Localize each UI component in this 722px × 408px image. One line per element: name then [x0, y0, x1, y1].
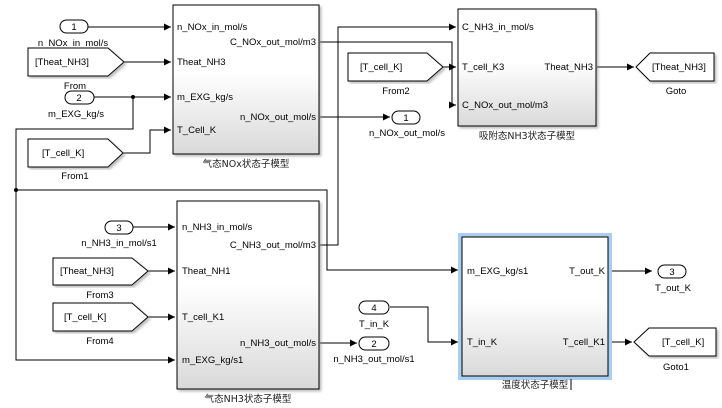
from3-block[interactable]: [Theat_NH3] From3 [52, 257, 149, 301]
block-name: From [64, 81, 86, 92]
block-name: 气态NH3状态子模型 [205, 393, 292, 405]
selection-highlight [458, 233, 612, 380]
port-label: m_EXG_kg/s1 [467, 266, 528, 277]
goto-tag: [T_cell_K] [64, 312, 106, 323]
from-shape[interactable] [27, 138, 124, 168]
block-name: n_NH3_in_mol/s1 [81, 238, 157, 249]
block-name: T_in_K [359, 319, 390, 330]
port-label: T_cell_K3 [462, 62, 504, 73]
inport-1[interactable]: 1 n_NOx_in_mol/s [38, 19, 108, 49]
block-name: Goto [666, 86, 687, 97]
subsystem-adsorbed-nh3[interactable]: C_NH3_in_mol/s T_cell_K3 C_NOx_out_mol/m… [457, 8, 597, 142]
from-shape[interactable] [52, 257, 149, 286]
block-name: 气态NOx状态子模型 [203, 158, 290, 170]
outport-3[interactable]: 3 T_out_K [655, 264, 692, 294]
branch-point [14, 188, 18, 192]
signal-line[interactable] [320, 41, 456, 109]
from2-block[interactable]: [T_cell_K] From2 [347, 52, 444, 97]
port-label: Theat_NH1 [182, 266, 231, 277]
port-number: 3 [116, 223, 121, 234]
port-label: T_cell_K1 [182, 312, 224, 323]
port-label: T_cell_K1 [563, 337, 605, 348]
outport-1[interactable]: 1 n_NOx_out_mol/s [369, 110, 445, 139]
outport-block[interactable] [657, 264, 687, 279]
goto-tag: [Theat_NH3] [60, 266, 114, 277]
subsystem-nox[interactable]: n_NOx_in_mol/s Theat_NH3 m_EXG_kg/s T_Ce… [172, 4, 320, 170]
subsystem-block[interactable] [461, 236, 609, 377]
goto-shape[interactable] [633, 327, 717, 357]
port-label: Theat_NH3 [544, 62, 593, 73]
signal-line[interactable] [15, 97, 175, 364]
wires [14, 23, 652, 364]
port-number: 2 [76, 93, 81, 104]
inport-4[interactable]: 4 T_in_K [358, 300, 390, 330]
inport-block[interactable] [64, 90, 95, 105]
from4-block[interactable]: [T_cell_K] From4 [52, 302, 149, 347]
port-label: n_NOx_out_mol/s [240, 112, 316, 123]
block-name: 温度状态子模型 [502, 379, 569, 391]
subsystem-gas-nh3[interactable]: n_NH3_in_mol/s Theat_NH1 T_cell_K1 m_EXG… [176, 200, 320, 405]
port-label: m_EXG_kg/s [177, 92, 233, 103]
block-name: n_NH3_out_mol/s1 [333, 354, 414, 365]
outport-block[interactable] [358, 336, 390, 351]
port-label: n_NH3_in_mol/s [182, 222, 252, 233]
port-label: m_EXG_kg/s1 [182, 355, 243, 366]
from-shape[interactable] [27, 47, 125, 77]
port-label: T_in_K [467, 337, 498, 348]
goto-tag: [T_cell_K] [42, 148, 84, 159]
branch-point [131, 95, 135, 99]
goto-shape[interactable] [635, 52, 715, 82]
goto1-block[interactable]: [T_cell_K] Goto1 [633, 327, 717, 373]
from-block[interactable]: [Theat_NH3] From [27, 47, 125, 92]
from-shape[interactable] [52, 302, 149, 332]
port-label: C_NH3_in_mol/s [462, 22, 534, 33]
port-number: 3 [669, 267, 674, 278]
port-number: 1 [71, 22, 76, 33]
goto-tag: [T_cell_K] [662, 337, 704, 348]
inport-3[interactable]: 3 n_NH3_in_mol/s1 [81, 220, 157, 249]
block-name: From3 [86, 290, 113, 301]
outport-block[interactable] [391, 110, 421, 125]
block-name: From4 [86, 336, 113, 347]
port-label: n_NH3_out_mol/s [240, 338, 316, 349]
subsystem-block[interactable] [172, 4, 320, 155]
port-label: Theat_NH3 [177, 57, 226, 68]
from1-block[interactable]: [T_cell_K] From1 [27, 138, 124, 182]
outport-2[interactable]: 2 n_NH3_out_mol/s1 [333, 336, 415, 365]
port-label: C_NH3_out_mol/m3 [230, 240, 316, 251]
block-name: Goto1 [663, 362, 689, 373]
port-label: C_NOx_out_mol/m3 [230, 37, 316, 48]
port-label: T_out_K [569, 266, 606, 277]
subsystem-block[interactable] [176, 200, 320, 390]
block-name: T_out_K [655, 283, 692, 294]
inport-block[interactable] [358, 300, 390, 315]
port-label: C_NOx_out_mol/m3 [462, 100, 548, 111]
block-name: From1 [61, 171, 88, 182]
block-name: n_NOx_out_mol/s [369, 128, 445, 139]
subsystem-block[interactable] [457, 8, 597, 127]
signal-line[interactable] [123, 126, 171, 154]
block-name: n_NOx_in_mol/s [38, 38, 108, 49]
inport-block[interactable] [59, 19, 89, 34]
port-number: 2 [371, 339, 376, 350]
block-name: 吸附态NH3状态子模型 [479, 130, 576, 142]
goto-tag: [T_cell_K] [360, 62, 402, 73]
signal-line[interactable] [390, 306, 458, 346]
subsystem-temperature[interactable]: m_EXG_kg/s1 T_in_K T_out_K T_cell_K1 温度状… [458, 233, 612, 391]
inport-2[interactable]: 2 m_EXG_kg/s [48, 90, 104, 120]
port-number: 4 [371, 303, 376, 314]
block-name: m_EXG_kg/s [48, 109, 104, 120]
goto-tag: [Theat_NH3] [35, 57, 89, 68]
from-shape[interactable] [347, 52, 444, 82]
signal-line[interactable] [16, 189, 458, 274]
signal-line[interactable] [320, 23, 456, 246]
inport-block[interactable] [104, 220, 134, 235]
port-number: 1 [403, 113, 408, 124]
goto-block[interactable]: [Theat_NH3] Goto [635, 52, 715, 97]
goto-tag: [Theat_NH3] [652, 62, 706, 73]
block-name: From2 [382, 86, 409, 97]
port-label: n_NOx_in_mol/s [177, 22, 247, 33]
port-label: T_Cell_K [177, 125, 217, 136]
